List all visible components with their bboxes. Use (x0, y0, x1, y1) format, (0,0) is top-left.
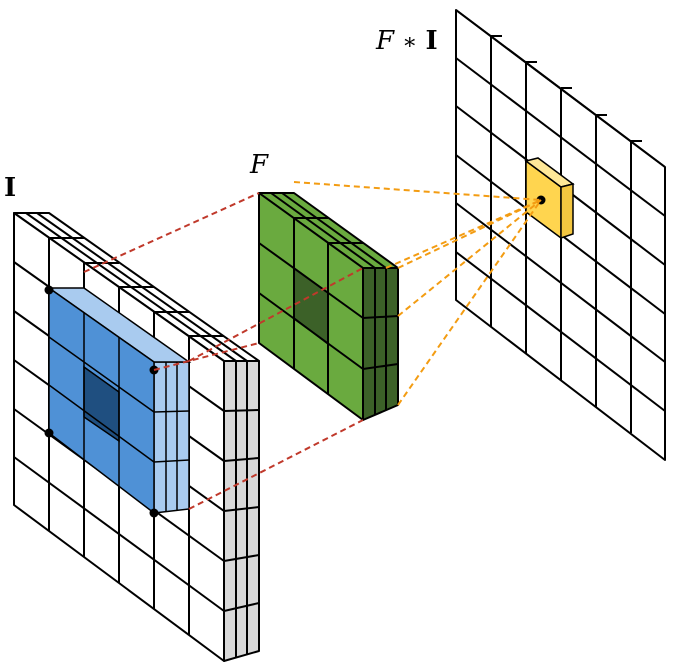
red-projection-lines (83, 192, 364, 510)
orange-projection-lines (293, 181, 542, 406)
output-cell (524, 157, 575, 240)
filter-side-face (362, 267, 399, 421)
output-label-i: I (425, 26, 438, 56)
window-side (153, 361, 190, 514)
output-label-f: F (376, 26, 395, 56)
window-corner-dots (44, 285, 159, 518)
output-label-op: ∗ (402, 30, 418, 55)
output-label: F ∗ I (376, 28, 438, 54)
input-label: I (4, 173, 17, 203)
filter-label: F (250, 150, 269, 180)
filter-block (258, 192, 399, 421)
receptive-window (46, 286, 192, 515)
